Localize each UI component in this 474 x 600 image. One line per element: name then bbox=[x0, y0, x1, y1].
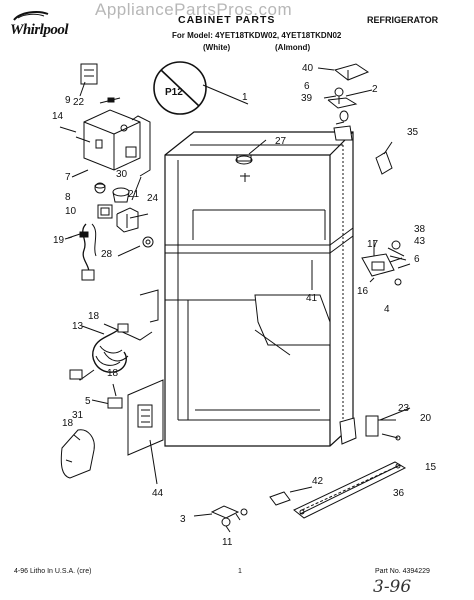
callout-18-cord: 18 bbox=[88, 311, 100, 322]
brand-name: Whirlpool bbox=[10, 22, 69, 38]
footer-print-info: 4-96 Litho In U.S.A. (cre) bbox=[14, 568, 92, 575]
callout-19: 19 bbox=[53, 235, 65, 246]
callout-13: 13 bbox=[72, 321, 84, 332]
p12-stamp: P12 bbox=[153, 61, 207, 115]
callout-8: 8 bbox=[65, 192, 71, 203]
callout-10: 10 bbox=[65, 206, 77, 217]
callout-21: 21 bbox=[128, 189, 140, 200]
callout-16: 16 bbox=[357, 286, 369, 297]
category-label: REFRIGERATOR bbox=[367, 15, 439, 25]
whirlpool-logo bbox=[8, 4, 72, 44]
callout-9: 9 bbox=[65, 95, 71, 106]
callout-38: 38 bbox=[414, 224, 426, 235]
handwritten-date: 3-96 bbox=[373, 577, 412, 597]
callout-27: 27 bbox=[275, 136, 287, 147]
callout-6-top: 6 bbox=[304, 81, 310, 92]
callout-1: 1 bbox=[242, 92, 248, 103]
callout-22: 22 bbox=[73, 97, 85, 108]
callout-41: 41 bbox=[306, 293, 318, 304]
footer-page-number: 1 bbox=[238, 568, 242, 575]
callout-2: 2 bbox=[372, 84, 378, 95]
callout-7: 7 bbox=[65, 172, 71, 183]
callout-35: 35 bbox=[407, 127, 419, 138]
callout-20: 20 bbox=[420, 413, 432, 424]
logo-swirl-icon bbox=[13, 11, 49, 21]
callout-18-side: 18 bbox=[62, 418, 74, 429]
callout-24: 24 bbox=[147, 193, 159, 204]
callout-14: 14 bbox=[52, 111, 64, 122]
callout-15: 15 bbox=[425, 462, 437, 473]
callout-36: 36 bbox=[393, 488, 405, 499]
callout-3: 3 bbox=[180, 514, 186, 525]
callout-40: 40 bbox=[302, 63, 314, 74]
callout-4: 4 bbox=[384, 304, 390, 315]
page-title: CABINET PARTS bbox=[178, 14, 276, 26]
callout-labels: 1 2 3 4 5 6 6 7 8 9 10 11 13 14 15 16 17… bbox=[52, 63, 437, 548]
callout-5: 5 bbox=[85, 396, 91, 407]
callout-43: 43 bbox=[414, 236, 426, 247]
callout-39: 39 bbox=[301, 93, 313, 104]
callout-42: 42 bbox=[312, 476, 324, 487]
callout-28: 28 bbox=[101, 249, 113, 260]
refrigerator-cabinet bbox=[164, 131, 354, 447]
callout-6-mid: 6 bbox=[414, 254, 420, 265]
footer-part-number: Part No. 4394229 bbox=[375, 568, 430, 575]
stamp-label: P12 bbox=[165, 87, 183, 98]
watermark: AppliancePartsPros.com bbox=[95, 0, 293, 19]
callout-11: 11 bbox=[222, 537, 233, 548]
model-line: For Model: 4YET18TKDW02, 4YET18TKDN02 bbox=[172, 31, 342, 40]
callout-30: 30 bbox=[116, 169, 128, 180]
callout-18-lower: 18 bbox=[107, 368, 119, 379]
color-white-label: (White) bbox=[203, 43, 231, 52]
callout-23: 23 bbox=[398, 403, 410, 414]
color-almond-label: (Almond) bbox=[275, 43, 311, 52]
callout-31: 31 bbox=[72, 410, 84, 421]
callout-17: 17 bbox=[367, 239, 379, 250]
callout-44: 44 bbox=[152, 488, 164, 499]
